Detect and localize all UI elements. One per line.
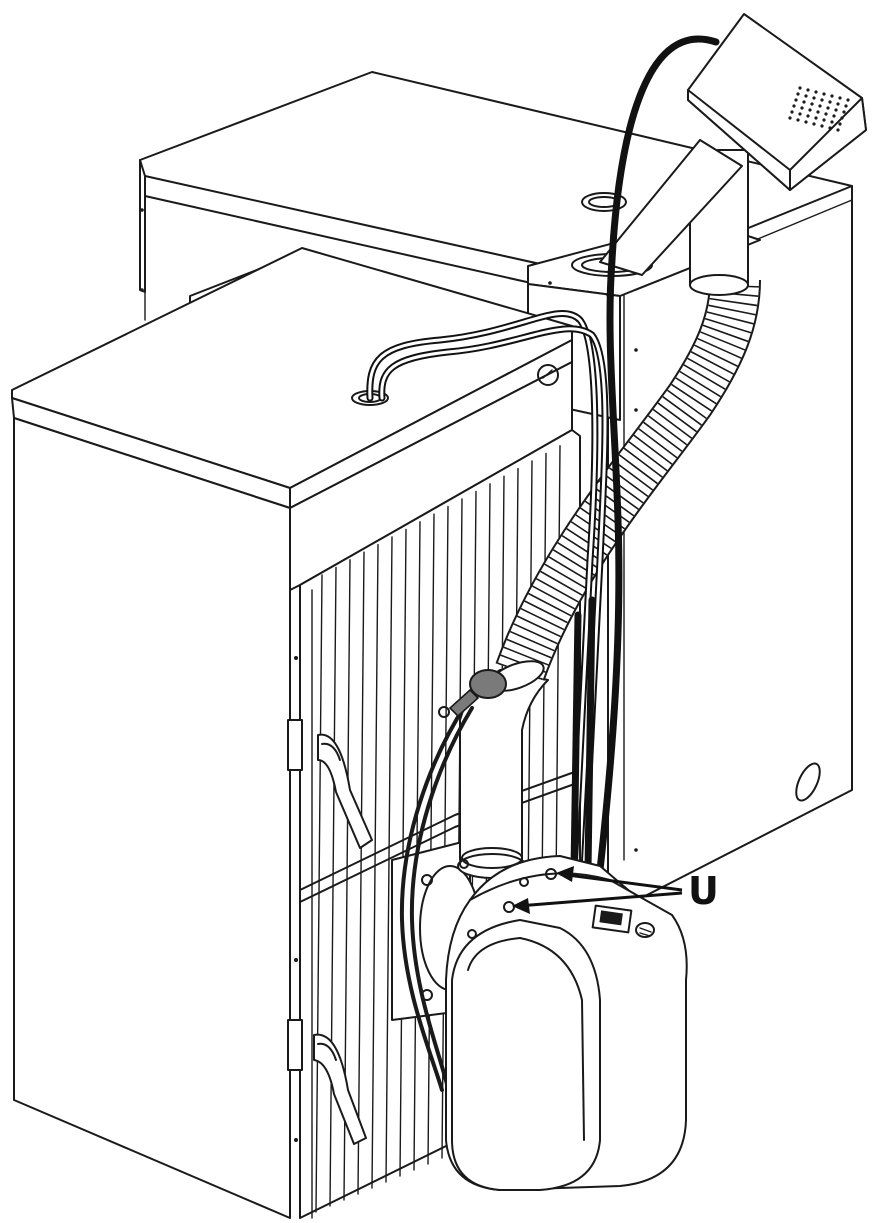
boiler-front-body (11, 247, 573, 1219)
electrical-cables (366, 35, 720, 1092)
grille-hole (822, 118, 826, 122)
grille-hole (804, 94, 808, 98)
grille-hole (814, 116, 818, 120)
door-rib (399, 528, 407, 1177)
grille-hole (806, 114, 810, 118)
grille-hole (810, 102, 814, 106)
grille-hole (834, 108, 838, 112)
grille-hole (812, 122, 816, 126)
grille-hole (820, 98, 824, 102)
pellet-burner (445, 855, 688, 1191)
callout-u-label: U (688, 869, 719, 913)
grille-hole (832, 114, 836, 118)
feeder-fan-box (687, 13, 867, 191)
grille-hole (822, 92, 826, 96)
grille-hole (838, 122, 842, 126)
upper-pipe-elbow (599, 139, 749, 296)
grille-hole (808, 108, 812, 112)
mounting-screw-1 (545, 868, 557, 880)
grille-hole (818, 104, 822, 108)
grille-hole (792, 104, 796, 108)
door-rib (441, 505, 449, 1159)
door-rib (385, 536, 393, 1183)
callout-u: U (512, 866, 719, 914)
grille-hole (798, 86, 802, 90)
grille-hole (826, 106, 830, 110)
grille-hole (796, 92, 800, 96)
door-rib (357, 551, 365, 1195)
vent-grille (788, 86, 850, 132)
door-rib (371, 543, 379, 1189)
grille-hole (846, 98, 850, 102)
grille-hole (804, 120, 808, 124)
grille-hole (798, 112, 802, 116)
door-rib (329, 566, 337, 1207)
grille-hole (814, 90, 818, 94)
sensor-connector (438, 669, 507, 718)
grille-hole (830, 94, 834, 98)
grille-hole (806, 88, 810, 92)
grille-hole (802, 100, 806, 104)
grille-hole (790, 110, 794, 114)
door-handle-lower (313, 1033, 367, 1145)
door-handle-upper (317, 733, 373, 849)
grille-hole (824, 112, 828, 116)
grille-hole (800, 106, 804, 110)
grille-hole (816, 110, 820, 114)
door-rib (315, 574, 323, 1213)
grille-hole (796, 118, 800, 122)
grille-hole (828, 100, 832, 104)
grille-hole (828, 126, 832, 130)
grille-hole (836, 102, 840, 106)
grille-hole (820, 124, 824, 128)
grille-hole (844, 104, 848, 108)
grille-hole (836, 128, 840, 132)
mounting-screw-2 (503, 901, 515, 913)
flexible-fuel-hose (489, 279, 761, 692)
grille-hole (794, 98, 798, 102)
grille-hole (830, 120, 834, 124)
grille-hole (842, 110, 846, 114)
grille-hole (840, 116, 844, 120)
grille-hole (788, 116, 792, 120)
grille-hole (812, 96, 816, 100)
grille-hole (838, 96, 842, 100)
